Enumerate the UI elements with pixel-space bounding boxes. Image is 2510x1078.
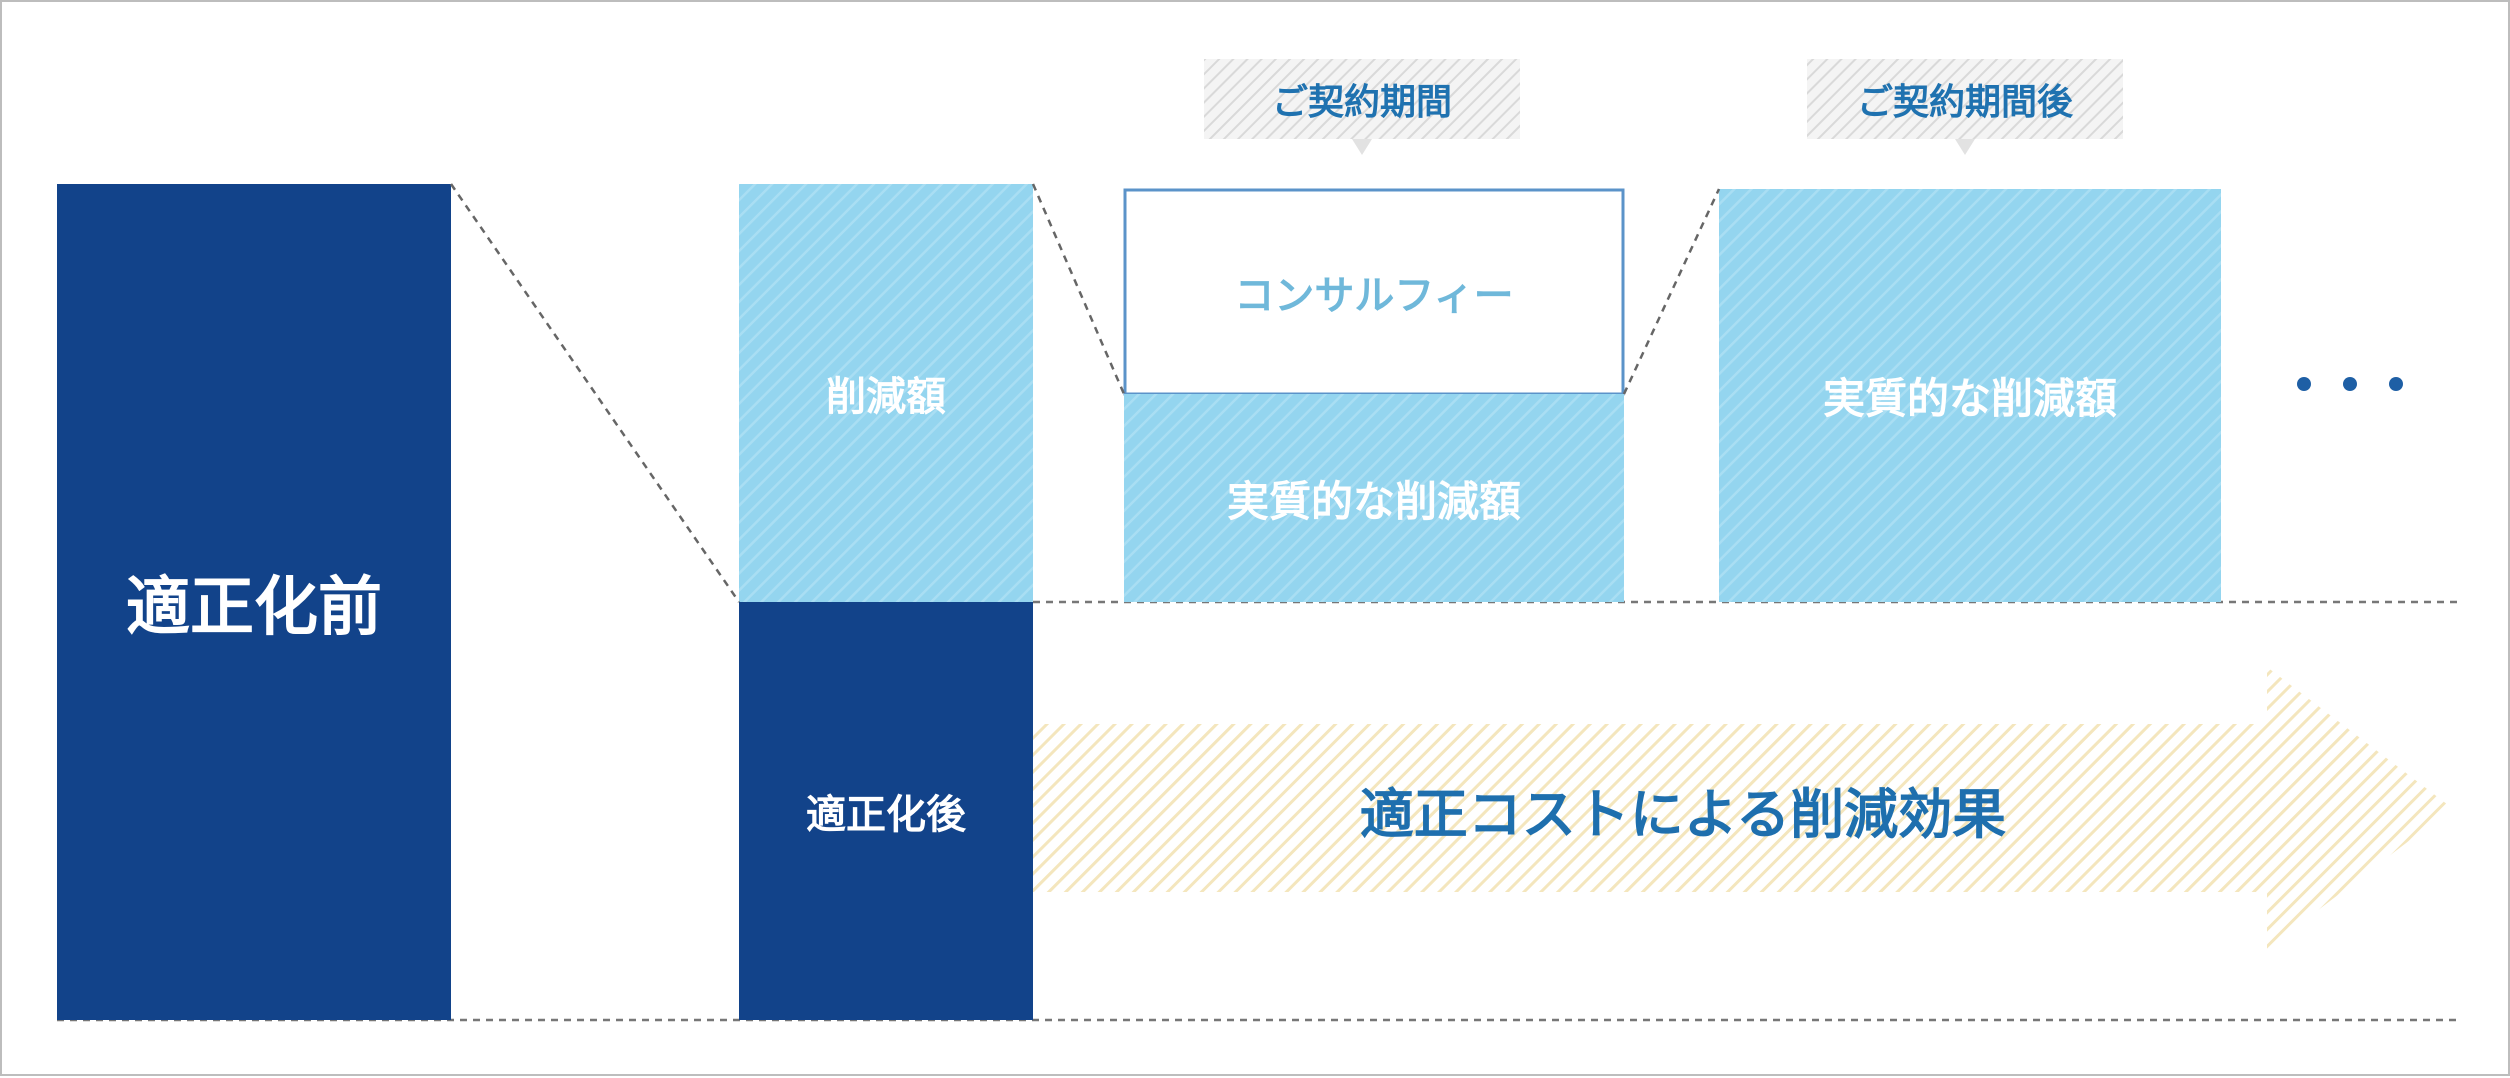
period-tag-during-pointer (1352, 139, 1372, 155)
reduction-label: 削減額 (826, 374, 946, 420)
period-tag-after-pointer (1955, 139, 1975, 155)
period-tag-during-bg (1204, 59, 1520, 139)
effect-label: 適正コストによる削減効果 (1359, 782, 2007, 846)
actual-reduction-after-label: 実質的な削減額 (1822, 374, 2117, 423)
ellipsis-dots-icon (2297, 377, 2403, 391)
connector-fee-to-after (1622, 188, 1721, 395)
before-label: 適正化前 (126, 571, 382, 645)
period-tag-during: ご契約期間 (1271, 82, 1452, 123)
reduction-bar (739, 184, 1033, 602)
actual-reduction-during-label: 実質的な削減額 (1226, 476, 1521, 526)
consult-fee-label: コンサルフィー (1234, 272, 1514, 319)
period-tag-after: ご契約期間後 (1856, 82, 2073, 123)
before-bar (57, 184, 451, 1020)
after-label: 適正化後 (806, 792, 966, 838)
connector-before-to-reduction (449, 183, 741, 603)
consult-fee-box (1123, 188, 1625, 396)
actual-reduction-during-bar (1124, 394, 1624, 602)
connector-reduction-to-fee (1031, 183, 1126, 395)
effect-arrow (1033, 667, 2452, 949)
actual-reduction-after-bar (1719, 189, 2221, 602)
after-bar (739, 602, 1033, 1020)
period-tag-after-bg (1807, 59, 2123, 139)
